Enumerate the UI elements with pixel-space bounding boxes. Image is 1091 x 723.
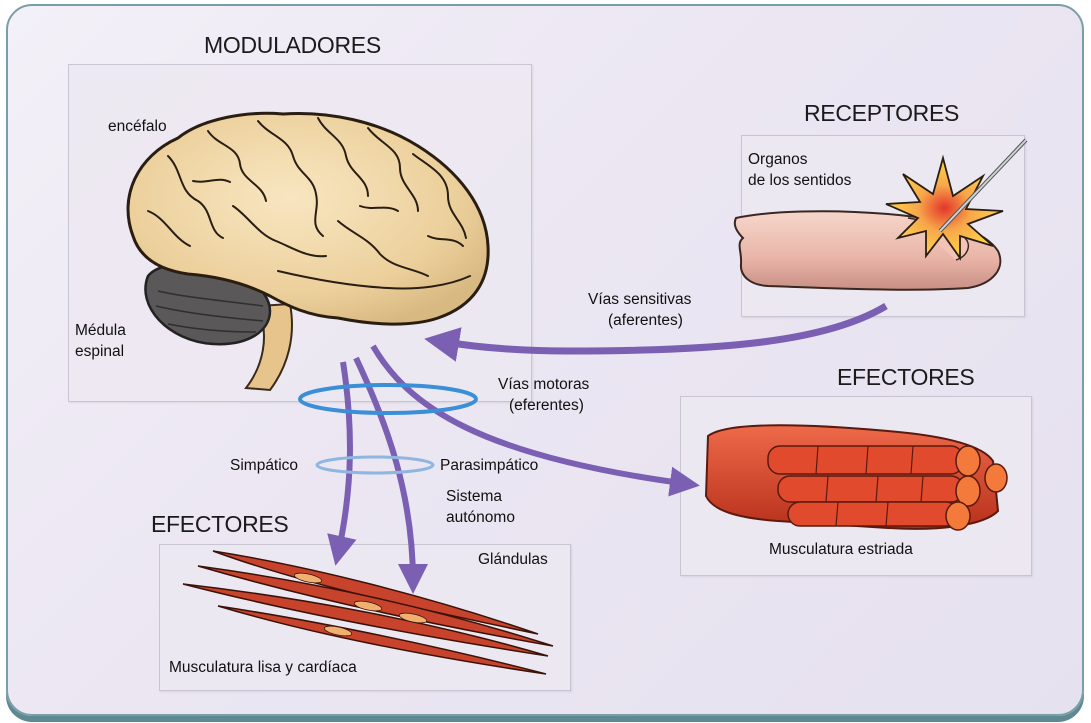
medula-label-line2: espinal	[75, 341, 124, 362]
vias-sensitivas-label-line1: Vías sensitivas	[588, 289, 691, 310]
vias-sensitivas-label-line2: (aferentes)	[608, 310, 683, 331]
organos-label-line2: de los sentidos	[748, 170, 851, 191]
vias-motoras-label-line2: (eferentes)	[509, 395, 584, 416]
efectores-right-title: EFECTORES	[837, 364, 974, 391]
motor-ring	[300, 385, 476, 413]
encefalo-label: encéfalo	[108, 116, 167, 137]
medula-label-line1: Médula	[75, 320, 126, 341]
musculatura-estriada-label: Musculatura estriada	[769, 539, 913, 560]
organos-label-line1: Organos	[748, 149, 807, 170]
sistema-autonomo-label-line1: Sistema	[446, 486, 502, 507]
sistema-autonomo-label-line2: autónomo	[446, 507, 515, 528]
motor-pathway-arrow-parasympathetic	[356, 358, 413, 582]
striated-muscle-illustration	[706, 425, 1007, 530]
brain-illustration	[128, 113, 488, 390]
receptores-title: RECEPTORES	[804, 100, 959, 127]
efectores-left-title: EFECTORES	[151, 511, 288, 538]
glandulas-label: Glándulas	[478, 549, 548, 570]
musculatura-lisa-label: Musculatura lisa y cardíaca	[169, 657, 357, 678]
autonomic-ring	[317, 457, 433, 473]
moduladores-title: MODULADORES	[204, 32, 381, 59]
simpatico-label: Simpático	[230, 455, 298, 476]
vias-motoras-label-line1: Vías motoras	[498, 374, 589, 395]
parasimpatico-label: Parasimpático	[440, 455, 538, 476]
diagram-frame: MODULADORES RECEPTORES EFECTORES EFECTOR…	[6, 4, 1084, 716]
